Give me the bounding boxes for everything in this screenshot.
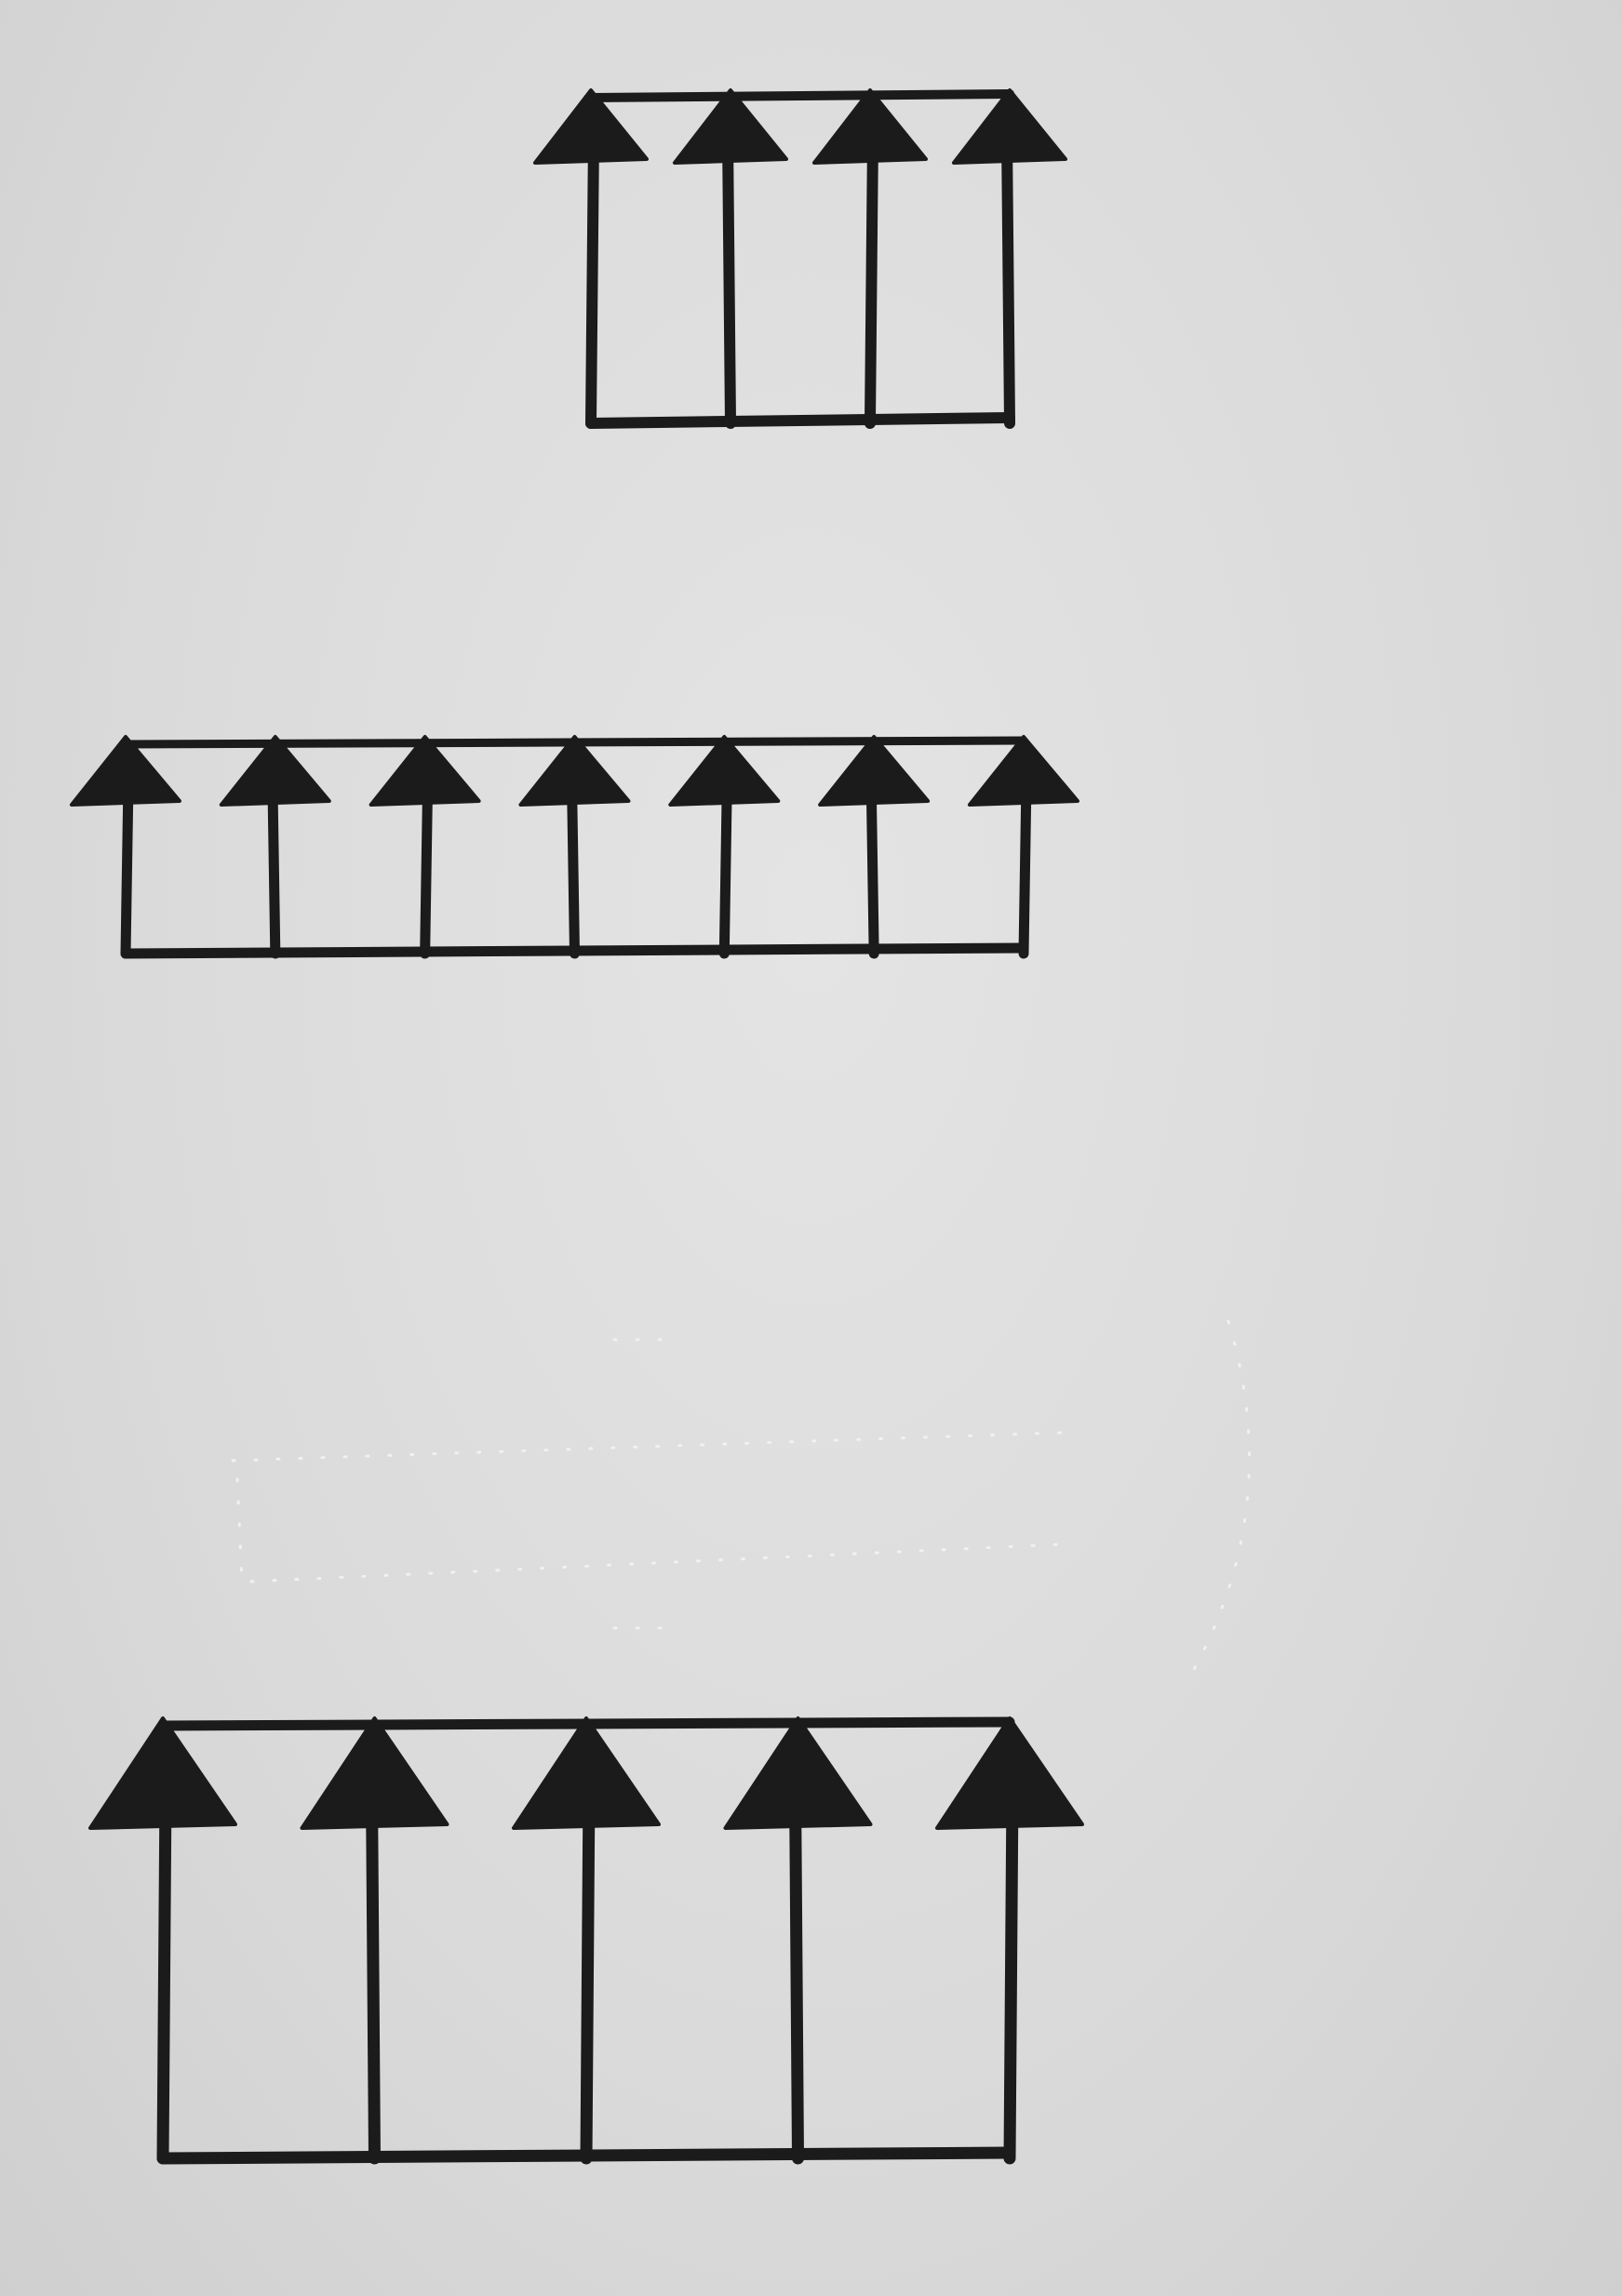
up-arrow-icon [533, 88, 649, 429]
up-arrow-icon [668, 735, 781, 959]
up-arrow-icon [723, 1716, 873, 2165]
figure-2-seven-arrows [70, 735, 1079, 959]
up-arrow-icon [70, 735, 181, 959]
up-arrow-icon [88, 1716, 237, 2165]
up-arrow-icon [952, 88, 1067, 429]
top-bar [586, 89, 1014, 102]
up-arrow-icon [300, 1716, 449, 2165]
up-arrow-icon [518, 735, 631, 959]
up-arrow-icon [818, 735, 931, 959]
figure-3-five-arrows [88, 1716, 1084, 2165]
bottom-bar [585, 412, 1015, 429]
figure-1-four-arrows [533, 88, 1067, 429]
up-arrow-icon [369, 735, 481, 959]
paper-emboss-marks [231, 1319, 1251, 1676]
up-arrow-icon [512, 1716, 661, 2165]
up-arrow-icon [219, 735, 331, 959]
up-arrow-icon [673, 88, 788, 429]
up-arrow-icon [968, 735, 1079, 959]
up-arrow-icon [935, 1716, 1084, 2165]
up-arrow-icon [812, 88, 928, 429]
